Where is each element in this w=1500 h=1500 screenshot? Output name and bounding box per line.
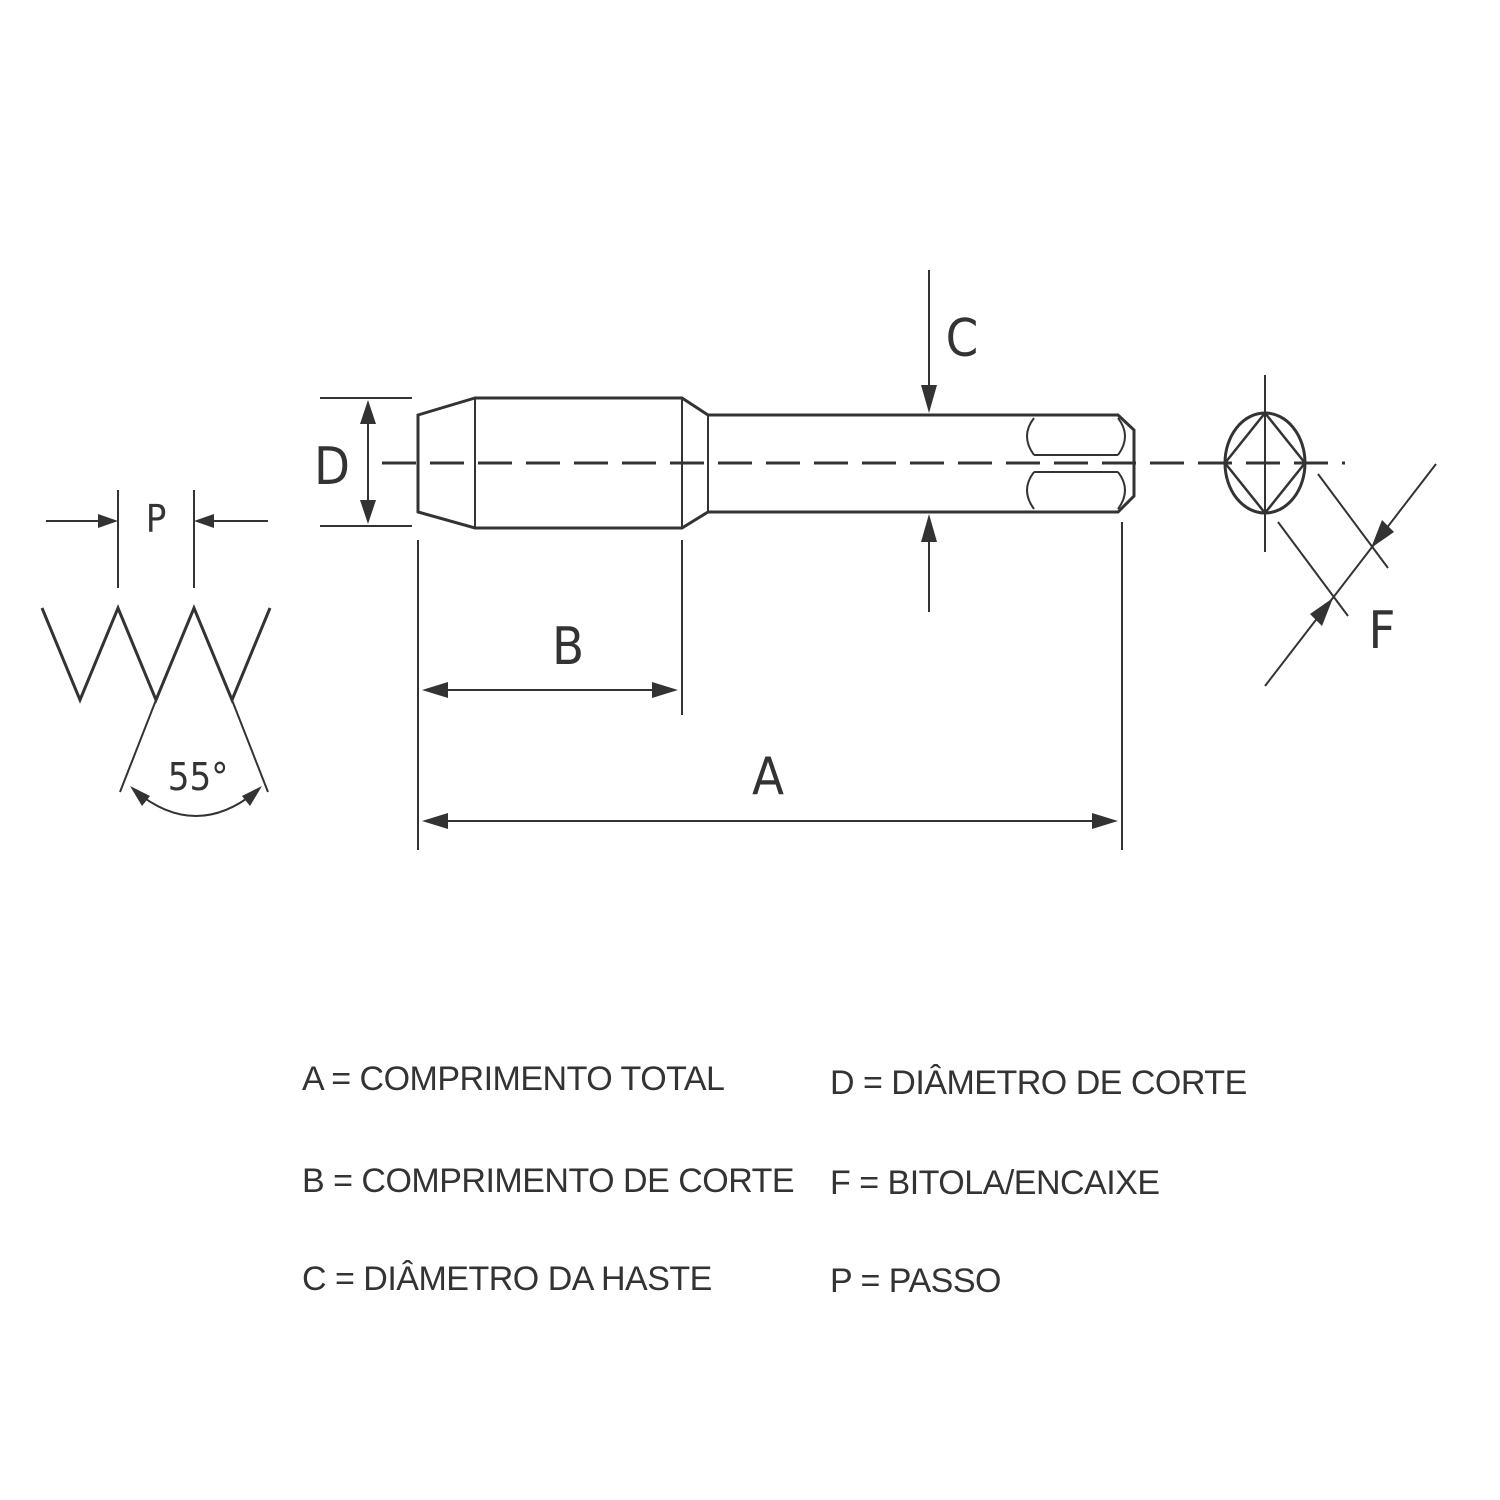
legend-item-f: F = BITOLA/ENCAIXE bbox=[830, 1164, 1160, 1202]
tap-body bbox=[416, 396, 1136, 530]
dimension-f: F bbox=[1264, 463, 1437, 687]
thread-angle-label: 55° bbox=[168, 755, 229, 799]
label-c: C bbox=[946, 309, 979, 369]
legend-item-d: D = DIÂMETRO DE CORTE bbox=[830, 1064, 1247, 1102]
dimension-c: C bbox=[921, 270, 978, 612]
dimension-b: B bbox=[417, 540, 683, 850]
legend-item-a: A = COMPRIMENTO TOTAL bbox=[302, 1060, 725, 1098]
dimension-a: A bbox=[422, 522, 1123, 850]
label-b: B bbox=[552, 617, 584, 677]
legend-item-p: P = PASSO bbox=[830, 1262, 1001, 1300]
dimension-d: D bbox=[314, 397, 412, 527]
legend-item-c: C = DIÂMETRO DA HASTE bbox=[302, 1260, 712, 1298]
thread-profile: P 55° bbox=[40, 490, 272, 817]
label-d: D bbox=[314, 437, 350, 497]
end-view bbox=[1223, 375, 1307, 552]
label-a: A bbox=[752, 747, 784, 807]
legend-item-b: B = COMPRIMENTO DE CORTE bbox=[302, 1162, 795, 1200]
label-f: F bbox=[1369, 601, 1396, 661]
pitch-label: P bbox=[146, 497, 167, 541]
